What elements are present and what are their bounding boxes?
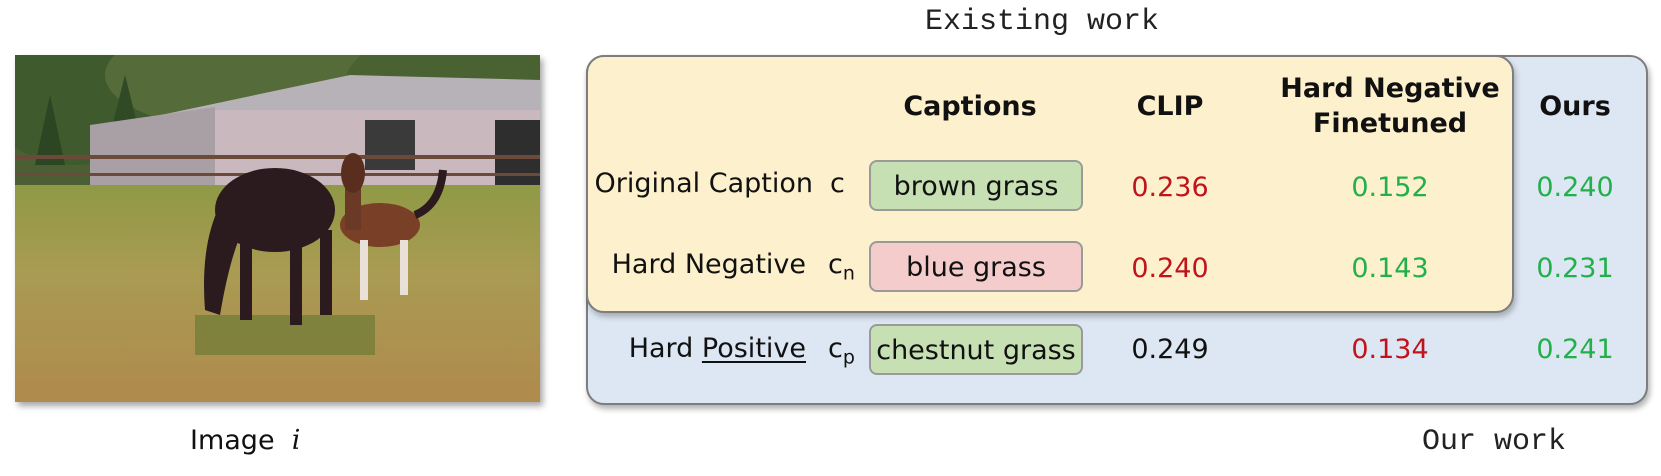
header-ours: Ours <box>1539 91 1611 122</box>
caption-pill-hard-positive: chestnut grass <box>869 324 1083 375</box>
existing-work-label: Existing work <box>925 5 1160 39</box>
row-symbol-cp: cp <box>828 333 855 369</box>
clip-score-hard-negative: 0.240 <box>1131 253 1209 284</box>
hn-score-hard-positive: 0.134 <box>1351 334 1429 365</box>
row-label-original-caption: Original Caption <box>594 168 814 199</box>
horse-photo <box>15 55 540 402</box>
header-clip: CLIP <box>1136 91 1204 122</box>
ours-score-hard-positive: 0.241 <box>1536 334 1614 365</box>
hn-score-original: 0.152 <box>1351 172 1429 203</box>
image-label: Image i <box>190 425 301 456</box>
row-label-hard-positive: Hard Positive <box>628 333 806 364</box>
header-captions: Captions <box>903 91 1037 122</box>
caption-pill-original: brown grass <box>869 160 1083 211</box>
row-label-hard-negative: Hard Negative <box>611 249 806 280</box>
our-work-label: Our work <box>1422 425 1567 459</box>
ours-score-original: 0.240 <box>1536 172 1614 203</box>
row-symbol-c: c <box>830 168 845 199</box>
clip-score-original: 0.236 <box>1131 172 1209 203</box>
header-hard-negative-finetuned: Hard Negative Finetuned <box>1280 73 1500 139</box>
clip-score-hard-positive: 0.249 <box>1131 334 1209 365</box>
ours-score-hard-negative: 0.231 <box>1536 253 1614 284</box>
caption-pill-hard-negative: blue grass <box>869 241 1083 292</box>
hn-score-hard-negative: 0.143 <box>1351 253 1429 284</box>
row-symbol-cn: cn <box>828 249 855 285</box>
